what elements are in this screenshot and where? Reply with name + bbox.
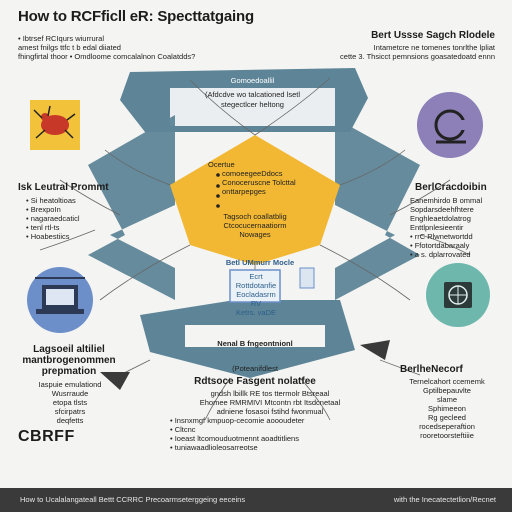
left-lower-list: Iaspuie emulationd Wusrraude etopa tlsts… bbox=[20, 380, 120, 425]
diamond-list: Ocertue comoeegeeDdocs Conoceruscne Tolc… bbox=[208, 160, 328, 196]
list-item: Ternelcahort ccememk bbox=[409, 377, 485, 386]
center-diamond bbox=[170, 135, 340, 265]
list-item: Rg gecleed bbox=[428, 413, 466, 422]
list-item: Sopdarsdeehfhtere bbox=[410, 205, 474, 214]
top-left-line: amest fnilgs ttfc t b edal diiated bbox=[18, 43, 121, 52]
top-banner-line: (Afdcdve wo talcationed lsetl bbox=[204, 90, 301, 99]
list-item: Enghleaetdolatrog bbox=[410, 214, 471, 223]
right-lower-list: Ternelcahort ccememk Gptilbepauvlte slam… bbox=[392, 377, 502, 440]
list-item: Ehomee RMRMIVI Mtcontn rbt Itsdcnetaal bbox=[199, 398, 341, 407]
list-item: Wusrraude bbox=[51, 389, 89, 398]
left-lower-heading-line: mantbrogenommen bbox=[22, 355, 116, 366]
top-banner-line: stegectlcer heltong bbox=[221, 100, 284, 109]
right-small-arrow bbox=[360, 340, 390, 360]
list-item: Ocertue bbox=[208, 160, 235, 169]
center-box-text: Ecrt Rottdotanfie Eocladasrm RV Ketrs. v… bbox=[232, 272, 280, 317]
list-item: gndsh lbillk RE tos ttermolr Btsreaal bbox=[210, 389, 330, 398]
list-item: Si heatoltioas bbox=[26, 196, 116, 205]
top-banner-title: Gomoedoallil bbox=[230, 76, 275, 85]
top-left-notes: • Ibtrsef RCIqurs wiurrural amest fnilgs… bbox=[18, 34, 218, 61]
top-right-line: Intametcre ne tomenes tonrlthe lpliat bbox=[373, 43, 495, 52]
bottom-center-heading: Rdtsoce Fasgent nolatfee bbox=[194, 376, 316, 387]
list-item: • rrC Rlwnetwortdd bbox=[410, 232, 473, 241]
globe-icon bbox=[426, 263, 490, 327]
brand-logo: CBRFF bbox=[18, 428, 75, 445]
top-right-heading: Bert Ussse Sagch Rlodele bbox=[371, 30, 495, 41]
left-section-list: Si heatoltioas BrexpoIn nagaraedcaticl t… bbox=[26, 196, 116, 241]
page-title: How to RCFficll eR: Specttatgaing bbox=[18, 8, 254, 25]
list-item: rocedseperaftion bbox=[419, 422, 475, 431]
list-item: Hoabestiics bbox=[26, 232, 116, 241]
list-item: • Insnxmgf kmpuop-cecomie aoooudeter bbox=[170, 416, 305, 425]
center-box-line: Rottdotanfie bbox=[235, 281, 277, 290]
at-symbol-icon bbox=[417, 92, 483, 158]
list-item: deqfetts bbox=[56, 416, 84, 425]
center-box-title: Betl UMmurr Mocle bbox=[225, 258, 295, 267]
left-small-arrow bbox=[100, 372, 130, 390]
list-item: Enttlpnlesieentir bbox=[410, 223, 464, 232]
list-item: BrexpoIn bbox=[26, 205, 116, 214]
list-item: Sphimeeon bbox=[428, 404, 466, 413]
left-lower-heading-line: Lagsoeil altiliel bbox=[33, 344, 105, 355]
monitor-icon bbox=[229, 267, 315, 303]
list-item: rooretoorsteftiiie bbox=[420, 431, 474, 440]
list-item: Iaspuie emulationd bbox=[38, 380, 102, 389]
center-box-line: Ketrs. vaDE bbox=[235, 308, 276, 317]
footer-left-text: How to Ucalalangateall Bettt CCRRC Preco… bbox=[20, 495, 246, 504]
list-item: • Ioeast ltcomouduotmennt aoadtitliens bbox=[170, 434, 299, 443]
right-chevron bbox=[335, 118, 420, 300]
bottom-center-list: gndsh lbillk RE tos ttermolr Btsreaal Eh… bbox=[170, 389, 370, 452]
bug-icon bbox=[30, 100, 80, 150]
list-item: Nowages bbox=[239, 230, 271, 239]
right-section-list: Eanemhirdo B ommal Sopdarsdeehfhtere Eng… bbox=[410, 196, 506, 259]
list-item: adniene fosasoi fstihd fwonmual bbox=[216, 407, 324, 416]
list-item: • a s. dplarrovated bbox=[410, 250, 471, 259]
list-item: onttarpepges bbox=[222, 187, 266, 196]
left-section-heading: Isk Leutral Prommt bbox=[18, 182, 109, 193]
bottom-arrow-inner bbox=[185, 325, 325, 347]
left-chevron bbox=[88, 115, 175, 300]
list-item: sfcirpatrs bbox=[54, 407, 86, 416]
list-item: tenl rtl-ts bbox=[26, 223, 116, 232]
list-item: Tagsoch coallatblig bbox=[223, 212, 287, 221]
left-lower-heading-line: prepmation bbox=[41, 366, 97, 377]
laptop-icon bbox=[27, 267, 93, 333]
footer-right-text: with the Inecatectetlion/Recnet bbox=[393, 495, 496, 504]
center-box-line: Eocladasrm RV bbox=[236, 290, 276, 308]
center-box-line: Ecrt bbox=[249, 272, 263, 281]
list-item: Conoceruscne Tolcttal bbox=[222, 178, 296, 187]
footer-bar: How to Ucalalangateall Bettt CCRRC Preco… bbox=[0, 488, 512, 512]
diamond-bullets bbox=[216, 173, 220, 208]
arrow-label: Nenal B fngeontnionl bbox=[217, 339, 293, 348]
arrow-sub-label: (Poteanifdlest bbox=[232, 364, 278, 373]
list-item: slame bbox=[436, 395, 457, 404]
diagram-graphics bbox=[27, 68, 490, 421]
top-banner-inner bbox=[170, 88, 335, 126]
list-item: Ctcocucernaatiorm bbox=[223, 221, 287, 230]
right-section-heading: BerlCracdoibin bbox=[415, 182, 487, 193]
diamond-lower-list: Tagsoch coallatblig Ctcocucernaatiorm No… bbox=[200, 212, 310, 239]
list-item: • Ffotortdabaraaly bbox=[410, 241, 470, 250]
list-item: nagaraedcaticl bbox=[26, 214, 116, 223]
left-lower-heading: Lagsoeil altiliel mantbrogenommen prepma… bbox=[14, 344, 124, 377]
list-item: Eanemhirdo B ommal bbox=[410, 196, 483, 205]
top-right-text: Intametcre ne tomenes tonrlthe lpliat ce… bbox=[280, 43, 495, 61]
top-left-line: • Ibtrsef RCIqurs wiurrural bbox=[18, 34, 104, 43]
list-item: • Cltcnc bbox=[170, 425, 196, 434]
top-right-line: cette 3. Thsicct pemnsions goasatedoatd … bbox=[340, 52, 495, 61]
list-item: • tuniawaadlioleosarreotse bbox=[170, 443, 258, 452]
list-item: etopa tlsts bbox=[52, 398, 88, 407]
top-left-line: fhingfirtal thoor • Omdloome comcalalnon… bbox=[18, 52, 196, 61]
list-item: Gptilbepauvlte bbox=[423, 386, 471, 395]
list-item: comoeegeeDdocs bbox=[222, 169, 283, 178]
right-lower-heading: BerlheNecorf bbox=[400, 364, 463, 375]
